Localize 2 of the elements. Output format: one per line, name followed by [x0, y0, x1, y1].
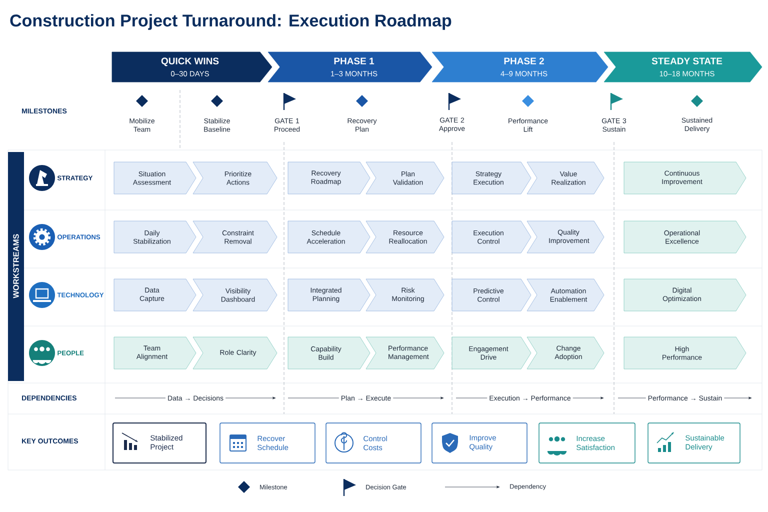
title: Construction Project Turnaround: Execution Roadmap — [10, 14, 452, 30]
side-band: WORKSTREAMS — [8, 152, 24, 381]
